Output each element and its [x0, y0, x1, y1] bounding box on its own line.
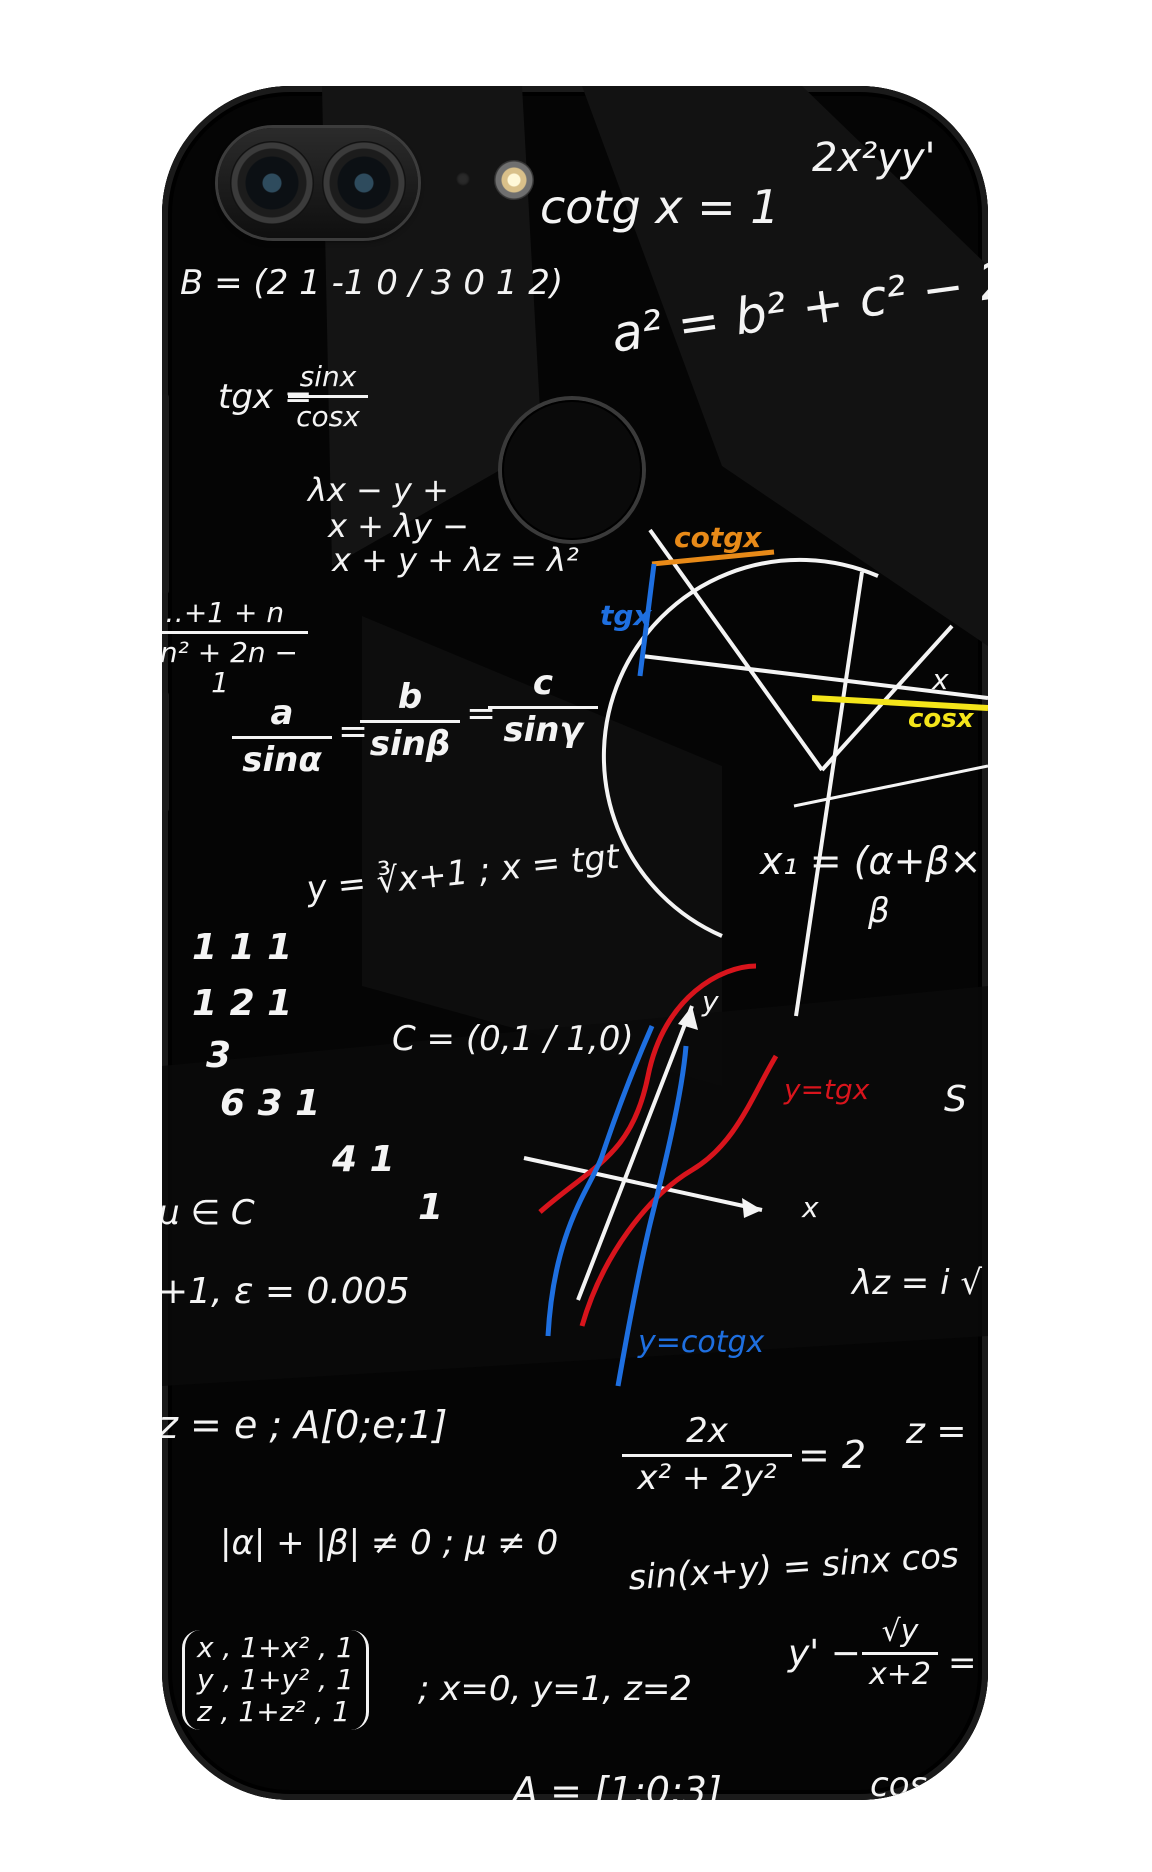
- camera-lens-icon: [230, 141, 314, 225]
- circle-x-axis: [641, 654, 988, 700]
- sine-b-denominator: sinβ: [369, 723, 451, 764]
- label-y-cotgx: y=cotgx: [638, 1325, 765, 1360]
- equals-sign: =: [338, 711, 369, 752]
- circle-secant: [793, 764, 988, 808]
- fraction-2x-numerator: 2x: [686, 1411, 728, 1451]
- fraction-bar: [288, 395, 368, 399]
- formula-abs: |α| + |β| ≠ 0 ; µ ≠ 0: [220, 1523, 559, 1563]
- label-axis-x: x: [802, 1191, 819, 1224]
- x-axis-arrow: [742, 1198, 762, 1218]
- circle-angle-line: [820, 624, 954, 772]
- formula-y-prime: y' −: [788, 1633, 861, 1674]
- phone-case: cotg x = 1 2x²yy' B = (2 1 -1 0 / 3 0 1 …: [162, 86, 988, 1800]
- matrix-x-row-1: x , 1+x² , 1: [197, 1631, 354, 1664]
- scattered-ones-2: 1 2 1: [192, 983, 293, 1024]
- formula-y-fraction: √y x+2: [862, 1616, 938, 1690]
- formula-in-c: µ ∈ C: [162, 1193, 255, 1233]
- tg-curve-2: [579, 1054, 779, 1327]
- left-denominator: 3n² + 2n − 1: [162, 636, 298, 699]
- tgx-numerator: sinx: [299, 360, 357, 393]
- formula-x1: x₁ = (α+β×: [760, 839, 982, 883]
- fingerprint-sensor-cutout: [502, 400, 642, 540]
- formula-lambda-z: λz = i √: [852, 1263, 982, 1303]
- equals-sign: =: [466, 693, 497, 734]
- formula-sine-a: a sinα: [232, 693, 332, 780]
- formula-z-eq: z =: [906, 1411, 967, 1452]
- cotg-segment: [651, 549, 775, 567]
- y-axis-arrow: [678, 1006, 698, 1030]
- y-denominator: x+2: [869, 1656, 931, 1692]
- fraction-bar: [360, 719, 460, 723]
- fraction-bar: [162, 631, 308, 635]
- graph-x-axis: [523, 1156, 763, 1212]
- formula-sine-c: c sinγ: [488, 663, 598, 750]
- formula-matrix-c: C = (0,1 / 1,0): [392, 1019, 634, 1059]
- power-button: [162, 692, 169, 812]
- label-cotgx: cotgx: [674, 521, 762, 554]
- label-x: x: [932, 663, 949, 696]
- formula-lambda-3: x + y + λz = λ²: [332, 541, 579, 579]
- tgx-denominator: cosx: [296, 400, 360, 434]
- formula-y-eq: =: [948, 1643, 977, 1683]
- fraction-bar: [488, 705, 598, 709]
- formula-a-vector: A = [1;0;3]: [512, 1769, 722, 1800]
- scattered-ones-5: 4 1: [332, 1139, 395, 1180]
- formula-matrix-b: B = (2 1 -1 0 / 3 0 1 2): [180, 263, 564, 303]
- matrix-x-row-3: z , 1+z² , 1: [197, 1695, 351, 1728]
- sine-b-numerator: b: [397, 677, 423, 717]
- fraction-bar: [232, 735, 332, 739]
- sine-c-numerator: c: [532, 663, 554, 703]
- label-y-tgx: y=tgx: [784, 1073, 870, 1106]
- formula-cos-phi: cosφ: [870, 1765, 950, 1800]
- cotg-curve-1: [545, 1024, 655, 1337]
- formula-2x2yy: 2x²yy': [812, 135, 936, 181]
- tg-segment: [637, 563, 657, 677]
- scattered-ones-3: 3: [206, 1035, 232, 1076]
- unit-circle-arc: [601, 557, 879, 938]
- graph-y-axis: [576, 1005, 694, 1301]
- math-formula-pattern: cotg x = 1 2x²yy' B = (2 1 -1 0 / 3 0 1 …: [162, 86, 988, 1800]
- left-numerator: …+1 + n: [162, 596, 285, 629]
- sine-c-denominator: sinγ: [503, 709, 583, 750]
- circle-y-axis: [794, 571, 864, 1017]
- label-axis-y: y: [702, 985, 719, 1018]
- fraction-2x-denominator: x² + 2y²: [637, 1457, 777, 1498]
- formula-cotg: cotg x = 1: [540, 180, 780, 234]
- formula-beta: β: [868, 891, 890, 931]
- cos-segment: [811, 695, 988, 711]
- scattered-ones-6: 1: [418, 1187, 444, 1228]
- label-s: S: [944, 1079, 967, 1120]
- fraction-bar: [862, 1651, 938, 1655]
- y-numerator: √y: [881, 1614, 919, 1649]
- label-tgx: tgx: [600, 599, 652, 632]
- scattered-ones-4: 6 3 1: [220, 1083, 321, 1124]
- formula-lambda-2: x + λy −: [328, 507, 469, 545]
- circle-radius: [648, 528, 824, 772]
- formula-tgx-fraction: sinx cosx: [288, 362, 368, 432]
- formula-sine-b: b sinβ: [360, 677, 460, 764]
- label-cosx: cosx: [908, 704, 974, 734]
- formula-lambda-1: λx − y +: [308, 471, 449, 509]
- volume-button: [162, 394, 169, 594]
- fraction-bar: [622, 1453, 792, 1457]
- formula-fraction-2x: 2x x² + 2y²: [622, 1411, 792, 1498]
- formula-fraction-eq: = 2: [798, 1433, 867, 1477]
- matrix-x-row-2: y , 1+y² , 1: [197, 1663, 354, 1696]
- sine-a-numerator: a: [270, 693, 294, 733]
- formula-epsilon: +1, ε = 0.005: [162, 1271, 410, 1312]
- dual-camera-module: [218, 128, 418, 238]
- camera-lens-icon: [322, 141, 406, 225]
- flash-icon: [494, 160, 534, 200]
- microphone-hole: [456, 172, 470, 186]
- sine-a-denominator: sinα: [242, 739, 322, 780]
- formula-matrix-x: x , 1+x² , 1 y , 1+y² , 1 z , 1+z² , 1: [182, 1630, 369, 1730]
- tg-curve-1: [538, 963, 757, 1214]
- formula-z-e: z = e ; A[0;e;1]: [162, 1403, 448, 1447]
- formula-xyz: ; x=0, y=1, z=2: [418, 1669, 692, 1709]
- cotg-curve-2: [615, 1045, 689, 1387]
- formula-left-fraction: …+1 + n 3n² + 2n − 1: [162, 598, 308, 697]
- scattered-ones-1: 1 1 1: [192, 927, 293, 968]
- unit-circle-diagram: [523, 528, 988, 1387]
